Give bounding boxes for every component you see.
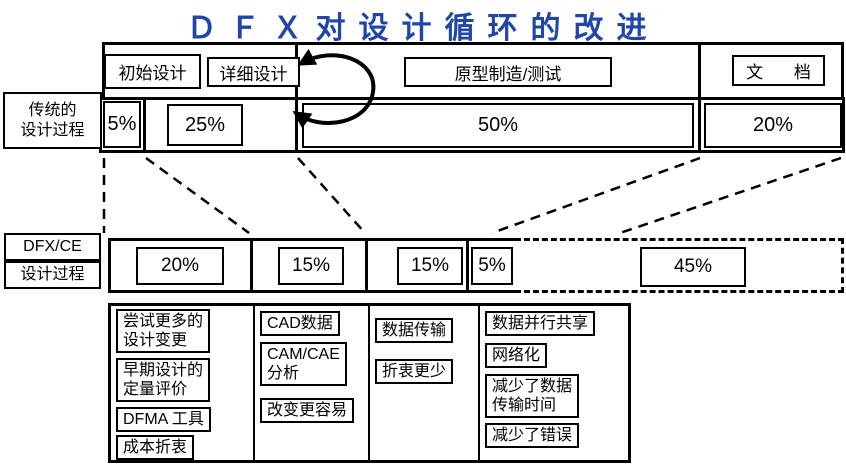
benefits-col-2: CAD数据 CAM/CAE 分析 改变更容易 <box>255 306 370 460</box>
benefit-item: 网络化 <box>485 343 548 368</box>
divider <box>698 97 701 153</box>
traditional-process-label: 传统的 设计过程 <box>3 92 102 149</box>
divider <box>365 238 368 293</box>
benefits-grid: 尝试更多的 设计变更 早期设计的 定量评价 DFMA 工具 成本折衷 CAD数据… <box>108 303 631 463</box>
dfx-percent-1: 20% <box>136 247 224 285</box>
divider <box>250 238 253 293</box>
benefit-item: 数据并行共享 <box>485 311 596 336</box>
benefit-item: CAM/CAE 分析 <box>260 342 347 386</box>
phase-prototype-test: 原型制造/测试 <box>404 57 612 87</box>
benefit-item: DFMA 工具 <box>116 407 211 432</box>
benefit-item: 改变更容易 <box>260 398 355 423</box>
dfx-percent-3: 15% <box>397 247 463 285</box>
divider <box>466 238 469 293</box>
traditional-percent-detailed: 25% <box>167 104 243 146</box>
dfx-percent-5: 45% <box>640 247 746 287</box>
benefits-col-4: 数据并行共享 网络化 减少了数据 传输时间 减少了错误 <box>480 306 628 460</box>
divider <box>143 97 146 153</box>
benefit-item: 折衷更少 <box>375 359 454 384</box>
phase-initial-design: 初始设计 <box>104 54 201 89</box>
benefit-item: 尝试更多的 设计变更 <box>116 309 211 353</box>
divider <box>295 97 298 153</box>
dfx-percent-2: 15% <box>278 247 344 285</box>
benefits-col-3: 数据传输 折衷更少 <box>370 306 480 460</box>
traditional-percent-prototype: 50% <box>302 103 694 148</box>
benefit-item: 数据传输 <box>375 318 454 343</box>
benefit-item: 早期设计的 定量评价 <box>116 358 211 402</box>
benefit-item: CAD数据 <box>260 311 340 336</box>
traditional-percent-doc: 20% <box>704 103 842 148</box>
dfx-percent-4: 5% <box>471 247 513 285</box>
phase-detailed-design: 详细设计 <box>207 57 300 87</box>
phase-documentation: 文 档 <box>732 55 825 86</box>
mapping-dashed-lines <box>102 156 842 235</box>
benefit-item: 减少了错误 <box>485 423 580 448</box>
dfx-ce-label: DFX/CE <box>4 233 101 261</box>
page-title: ＤＦＸ对设计循环的改进 <box>186 12 660 45</box>
benefit-item: 减少了数据 传输时间 <box>485 374 580 418</box>
dfx-process-label: 设计过程 <box>4 261 101 289</box>
benefit-item: 成本折衷 <box>116 435 195 460</box>
traditional-percent-initial: 5% <box>103 101 141 148</box>
benefits-col-1: 尝试更多的 设计变更 早期设计的 定量评价 DFMA 工具 成本折衷 <box>111 306 255 460</box>
